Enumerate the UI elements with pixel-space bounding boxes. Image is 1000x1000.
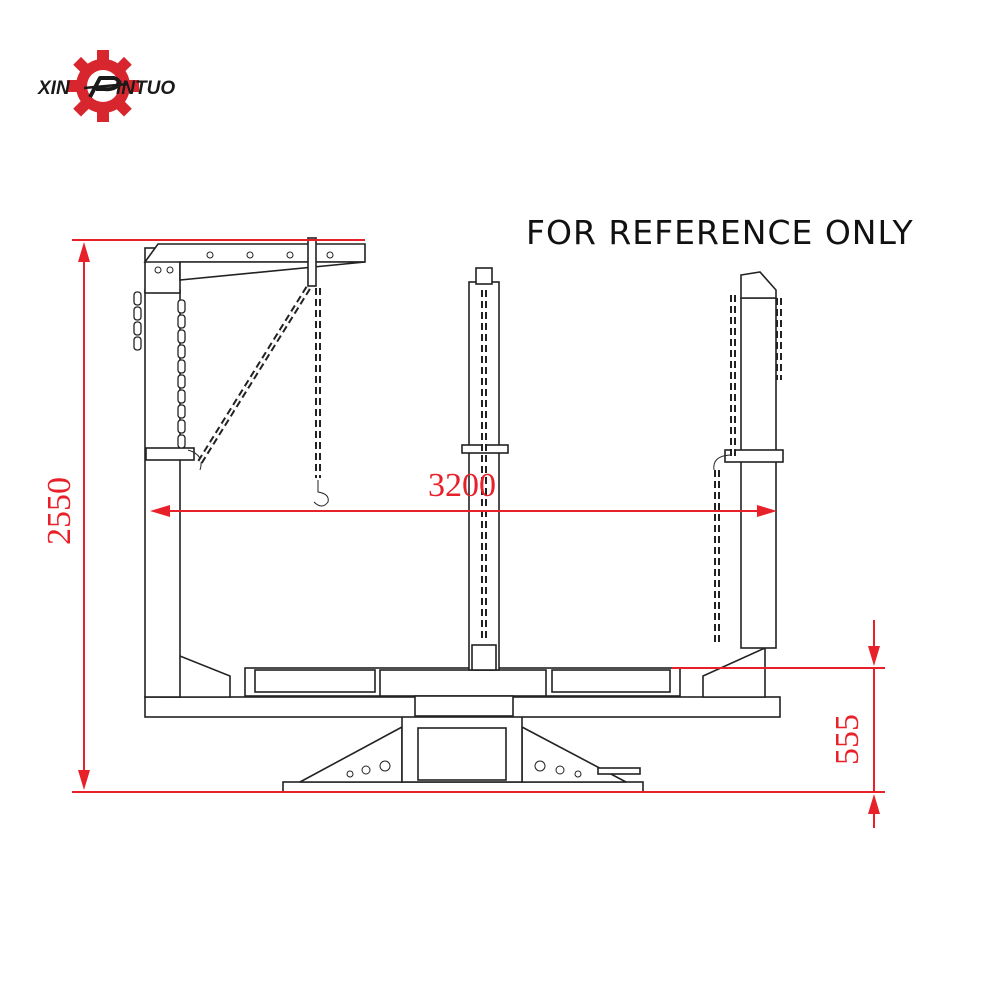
- left-tower: [144, 247, 195, 698]
- width-label: 3200: [428, 467, 496, 504]
- gear-icon: [67, 50, 139, 122]
- right-tower: [724, 271, 784, 649]
- pulling-arm: [143, 237, 366, 287]
- brand-name-right: INTUO: [116, 78, 175, 99]
- platform: [144, 646, 781, 718]
- brand-initial-mark: [83, 76, 129, 98]
- height-label: 2550: [41, 477, 78, 545]
- platform-height-label: 555: [829, 714, 866, 765]
- hook-chain: [313, 288, 329, 507]
- dimension-height: 2550: [41, 239, 648, 793]
- brand-name-left: XIN: [37, 78, 71, 99]
- right-hanging-chain: [713, 295, 782, 645]
- diagonal-chain: [197, 283, 313, 464]
- frame-machine: [133, 237, 784, 793]
- hook-icon: [313, 480, 329, 507]
- dimension-platform-height: 555: [648, 620, 885, 828]
- reference-note: FOR REFERENCE ONLY: [526, 213, 914, 252]
- center-post: [461, 267, 509, 671]
- left-hanging-chain: [133, 291, 202, 471]
- brand-logo: XIN INTUO: [37, 50, 175, 122]
- dimension-width: 3200: [150, 467, 777, 517]
